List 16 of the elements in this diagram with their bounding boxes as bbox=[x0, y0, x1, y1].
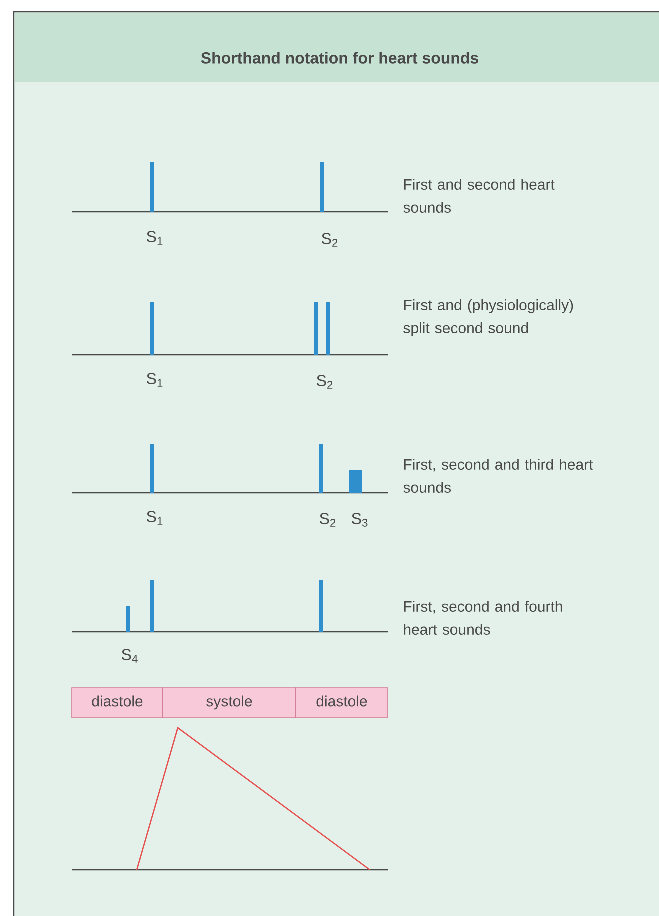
phase-cell: diastole bbox=[72, 688, 164, 718]
description: First and second heart sounds bbox=[404, 179, 555, 213]
sound-label: S$_{1}$ bbox=[147, 231, 163, 245]
description: First and (physiologically) split second sound bbox=[404, 300, 574, 336]
description: First, second and third heart sounds bbox=[404, 459, 594, 493]
sound-label: S$_{4}$ bbox=[122, 649, 138, 663]
title: Shorthand notation for heart sounds bbox=[201, 52, 478, 64]
phase-cell: diastole bbox=[296, 688, 388, 718]
sound-label: S$_{1}$ bbox=[147, 373, 163, 387]
description: First, second and fourth heart sounds bbox=[404, 601, 562, 635]
sound-label: S$_{3}$ bbox=[352, 513, 368, 527]
sound-label: S$_{2}$ bbox=[322, 233, 338, 247]
phase-cell: systole bbox=[162, 688, 296, 718]
sound-label: S$_{2}$ bbox=[320, 513, 336, 527]
sound-label: S$_{2}$ bbox=[317, 375, 333, 389]
sound-label: S$_{1}$ bbox=[147, 511, 163, 525]
